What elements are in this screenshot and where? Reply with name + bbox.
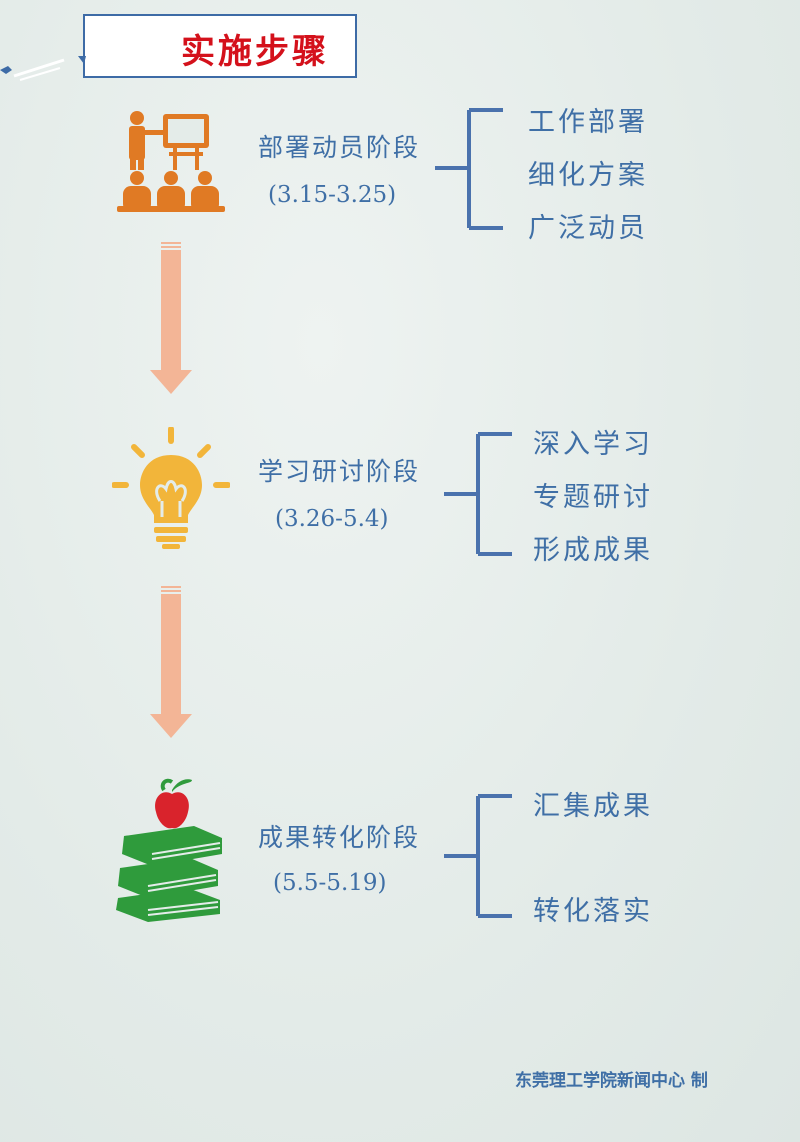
stage-2-item-2: 专题研讨: [533, 482, 653, 513]
stage-2-item-3: 形成成果: [533, 535, 653, 566]
stage-2-item-1: 深入学习: [533, 429, 653, 460]
books-apple-icon: [116, 778, 222, 922]
pen-decoration-icon: [0, 56, 86, 81]
stage-1-bracket: [435, 108, 503, 230]
stage-1-date: (3.15-3.25): [268, 182, 397, 208]
title-box: 实施步骤: [83, 14, 357, 78]
arrow-down-icon: [150, 586, 192, 738]
stage-1-item-2: 细化方案: [528, 160, 648, 191]
stage-1-item-1: 工作部署: [528, 107, 648, 138]
footer-credit: 东莞理工学院新闻中心 制: [515, 1071, 708, 1091]
lightbulb-icon: [112, 427, 230, 549]
stage-2-date: (3.26-5.4): [275, 506, 389, 532]
stage-3-item-1: 汇集成果: [533, 791, 653, 822]
stage-2-bracket: [444, 432, 512, 556]
stage-1-name: 部署动员阶段: [258, 133, 421, 162]
stage-1-item-3: 广泛动员: [528, 213, 648, 244]
stage-3-bracket: [444, 794, 512, 918]
presentation-icon: [117, 111, 225, 212]
stage-3-item-2: 转化落实: [533, 896, 653, 927]
stage-3-name: 成果转化阶段: [258, 823, 421, 852]
stage-2-name: 学习研讨阶段: [258, 457, 421, 486]
arrow-down-icon: [150, 242, 192, 394]
stage-3-date: (5.5-5.19): [273, 870, 387, 896]
page-title: 实施步骤: [181, 32, 329, 72]
